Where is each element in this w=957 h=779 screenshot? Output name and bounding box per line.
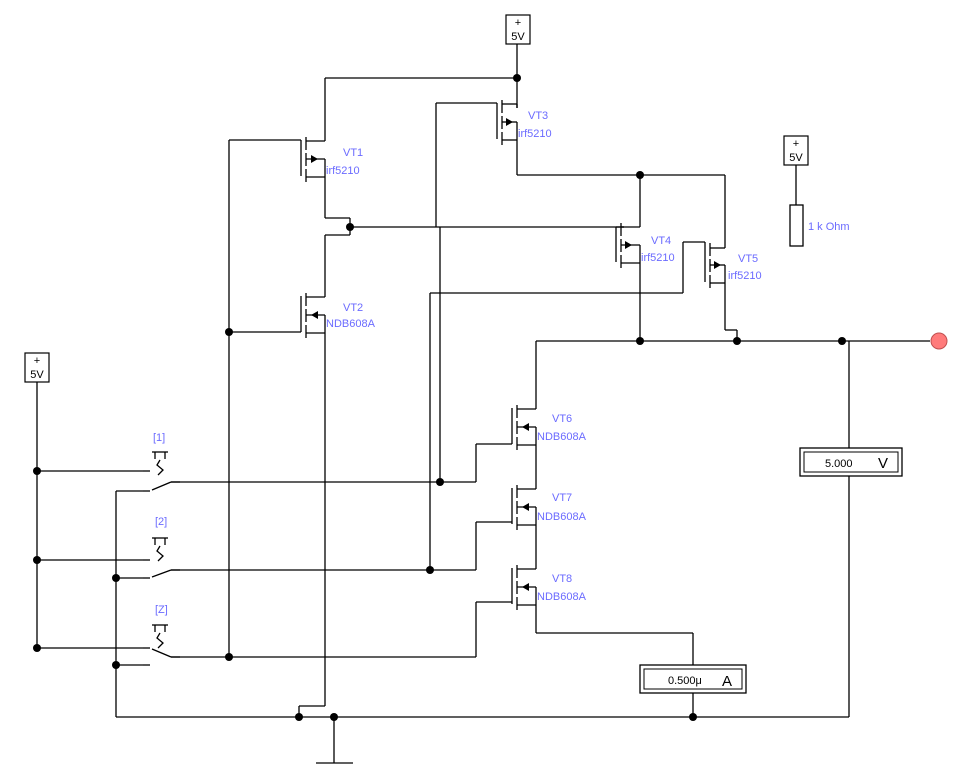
svg-text:VT8: VT8 xyxy=(552,573,572,585)
svg-text:V: V xyxy=(878,455,888,472)
svg-text:VT4: VT4 xyxy=(651,235,671,247)
resistor[interactable]: 1 k Ohm xyxy=(789,204,850,247)
svg-text:irf5210: irf5210 xyxy=(641,252,675,264)
svg-text:+: + xyxy=(793,138,799,150)
transistor-vt6[interactable]: VT6 NDB608A xyxy=(511,405,587,450)
svg-text:VT6: VT6 xyxy=(552,413,572,425)
svg-text:5V: 5V xyxy=(511,31,525,43)
output-probe[interactable] xyxy=(930,332,948,350)
transistor-vt4[interactable]: VT4 irf5210 xyxy=(615,220,675,268)
wires xyxy=(36,44,930,764)
svg-text:VT2: VT2 xyxy=(343,302,363,314)
supply-resistor[interactable]: + 5V xyxy=(783,135,809,166)
svg-text:NDB608A: NDB608A xyxy=(537,591,587,603)
voltmeter[interactable]: 5.000 V xyxy=(799,447,903,477)
svg-text:NDB608A: NDB608A xyxy=(537,511,587,523)
svg-text:NDB608A: NDB608A xyxy=(326,318,376,330)
svg-text:5V: 5V xyxy=(30,369,44,381)
svg-text:1 k Ohm: 1 k Ohm xyxy=(808,221,850,233)
junctions xyxy=(33,74,846,721)
svg-text:NDB608A: NDB608A xyxy=(537,431,587,443)
svg-text:irf5210: irf5210 xyxy=(728,270,762,282)
svg-text:+: + xyxy=(515,17,521,29)
svg-text:VT7: VT7 xyxy=(552,492,572,504)
svg-text:irf5210: irf5210 xyxy=(518,128,552,140)
supply-top[interactable]: + 5V xyxy=(505,14,531,45)
transistor-vt3[interactable]: VT3 irf5210 xyxy=(496,100,552,146)
svg-text:0.500μ: 0.500μ xyxy=(668,675,702,687)
svg-text:5.000: 5.000 xyxy=(825,458,853,470)
transistor-vt2[interactable]: VT2 NDB608A xyxy=(300,293,376,338)
svg-text:VT3: VT3 xyxy=(528,110,548,122)
svg-text:[2]: [2] xyxy=(155,516,167,528)
svg-text:A: A xyxy=(722,673,732,690)
transistor-vt1[interactable]: VT1 irf5210 xyxy=(300,137,363,186)
svg-text:5V: 5V xyxy=(789,152,803,164)
switch-z[interactable]: [Z] xyxy=(143,604,180,666)
transistor-vt7[interactable]: VT7 NDB608A xyxy=(511,485,587,530)
svg-text:+: + xyxy=(34,355,40,367)
svg-text:VT1: VT1 xyxy=(343,147,363,159)
supply-left[interactable]: + 5V xyxy=(24,352,50,383)
transistor-vt5[interactable]: VT5 irf5210 xyxy=(704,242,762,290)
svg-text:VT5: VT5 xyxy=(738,253,758,265)
ammeter[interactable]: 0.500μ A xyxy=(639,664,747,694)
svg-text:[1]: [1] xyxy=(153,432,165,444)
svg-text:[Z]: [Z] xyxy=(155,604,168,616)
switch-2[interactable]: [2] xyxy=(143,516,180,579)
switch-1[interactable]: [1] xyxy=(143,432,180,492)
transistor-vt8[interactable]: VT8 NDB608A xyxy=(511,565,587,610)
svg-text:irf5210: irf5210 xyxy=(326,165,360,177)
